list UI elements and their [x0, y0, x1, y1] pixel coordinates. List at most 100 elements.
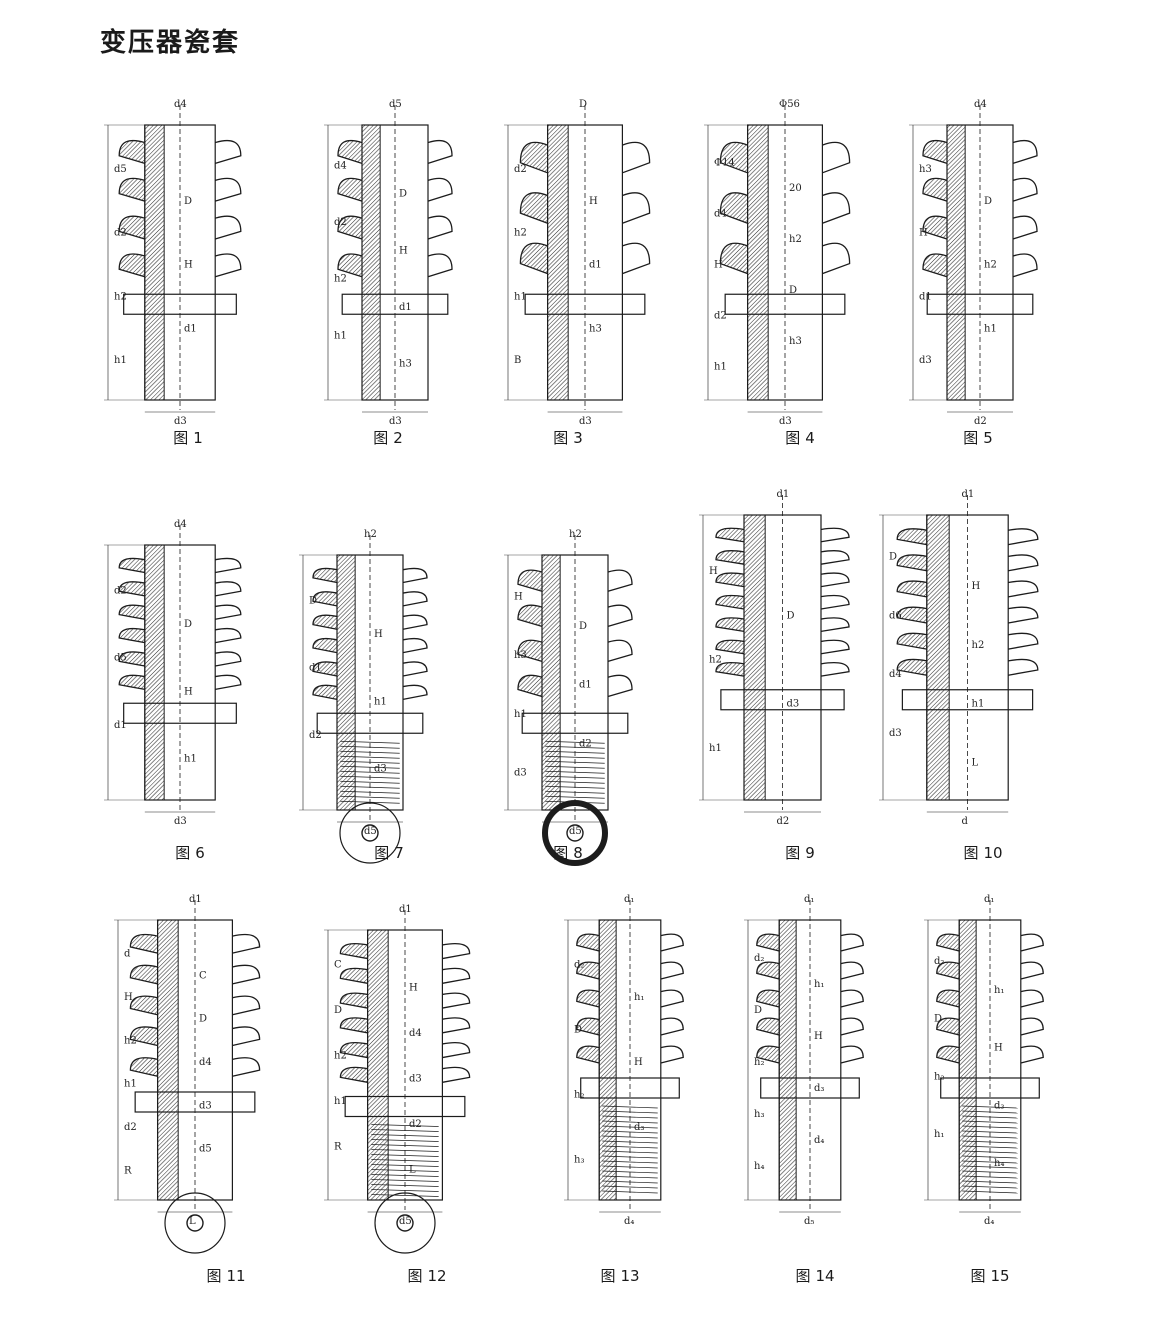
dimension-label: d5	[399, 1216, 412, 1227]
bushing-drawing	[104, 525, 242, 813]
dimension-label: d2	[114, 586, 127, 597]
dimension-label: d3	[199, 1100, 212, 1111]
dimension-label: h₁	[814, 979, 824, 990]
dimension-label: d4	[409, 1028, 422, 1039]
dimension-label: H	[814, 1031, 823, 1042]
bushing-drawing	[879, 495, 1039, 813]
figure-caption-number: 1	[193, 429, 203, 447]
dimension-label: d5	[569, 826, 582, 837]
dimension-label: h2	[114, 291, 127, 302]
dimension-label: H	[919, 228, 928, 239]
figure-caption-word: 图	[173, 429, 189, 447]
dimension-label: L	[189, 1216, 196, 1227]
dimension-label: L	[409, 1164, 416, 1175]
dimension-label: H	[124, 992, 133, 1003]
figure-caption-number: 8	[573, 844, 583, 862]
dimension-label: d5	[114, 653, 127, 664]
figure-caption-number: 3	[573, 429, 583, 447]
dimension-label: d₃	[994, 1100, 1004, 1111]
dimension-label: H	[714, 260, 723, 271]
dimension-label: h1	[124, 1079, 137, 1090]
dimension-label: d3	[889, 728, 902, 739]
dimension-label: D	[934, 1014, 942, 1025]
dimension-label: L	[972, 758, 979, 769]
bushing-drawing	[299, 535, 428, 864]
figure-caption-word: 图	[206, 1267, 222, 1285]
dimension-label: Φ14	[714, 158, 735, 169]
dimension-label: d1	[962, 489, 975, 500]
figure-caption-word: 图	[553, 429, 569, 447]
dimension-label: d	[962, 816, 969, 827]
dimension-label: D	[579, 99, 587, 110]
dimension-label: D	[889, 551, 897, 562]
dimension-label: h₄	[994, 1158, 1004, 1169]
figure-caption-number: 4	[805, 429, 815, 447]
dimension-label: d₂	[574, 960, 584, 971]
dimension-label: d2	[309, 730, 322, 741]
dimension-label: d4	[714, 209, 727, 220]
bushing-drawing	[924, 900, 1044, 1213]
dimension-label: d₁	[804, 894, 814, 905]
dimension-label: D	[984, 196, 992, 207]
figure-caption-word: 图	[600, 1267, 616, 1285]
dimension-label: H	[409, 982, 418, 993]
dimension-label: h1	[184, 753, 197, 764]
dimension-label: d₄	[984, 1216, 994, 1227]
figure-caption-word: 图	[963, 429, 979, 447]
dimension-label: D	[399, 189, 407, 200]
figure-caption-word: 图	[373, 429, 389, 447]
dimension-label: h2	[984, 260, 997, 271]
dimension-label: d5	[199, 1144, 212, 1155]
dimension-label: d4	[974, 99, 987, 110]
dimension-label: h2	[124, 1035, 137, 1046]
dimension-label: h2	[569, 529, 582, 540]
dimension-label: h1	[714, 362, 727, 373]
dimension-label: Φ56	[779, 99, 800, 110]
dimension-label: d3	[374, 763, 387, 774]
dimension-label: d1	[184, 323, 197, 334]
dimension-label: d₃	[634, 1122, 644, 1133]
dimension-label: h2	[789, 234, 802, 245]
dimension-label: d1	[919, 291, 932, 302]
figure-caption-word: 图	[785, 844, 801, 862]
dimension-label: H	[634, 1057, 643, 1068]
dimension-label: d₅	[804, 1216, 814, 1227]
figure-caption-number: 2	[393, 429, 403, 447]
dimension-label: d4	[174, 99, 187, 110]
dimension-label: h₁	[634, 992, 644, 1003]
bushing-drawing	[744, 900, 864, 1213]
dimension-label: d3	[389, 416, 402, 427]
dimension-label: d₂	[754, 953, 764, 964]
dimension-label: d1	[579, 680, 592, 691]
dimension-label: d₄	[814, 1135, 824, 1146]
figure-caption-number: 9	[805, 844, 815, 862]
dimension-label: d1	[399, 904, 412, 915]
dimension-label: d3	[787, 699, 800, 710]
dimension-label: h₃	[574, 1155, 584, 1166]
dimension-label: d5	[114, 164, 127, 175]
dimension-label: H	[184, 260, 193, 271]
dimension-label: H	[184, 686, 193, 697]
bushing-drawing	[699, 495, 850, 813]
dimension-label: h2	[709, 655, 722, 666]
dimension-label: h3	[514, 650, 527, 661]
dimension-label: h₁	[934, 1129, 944, 1140]
